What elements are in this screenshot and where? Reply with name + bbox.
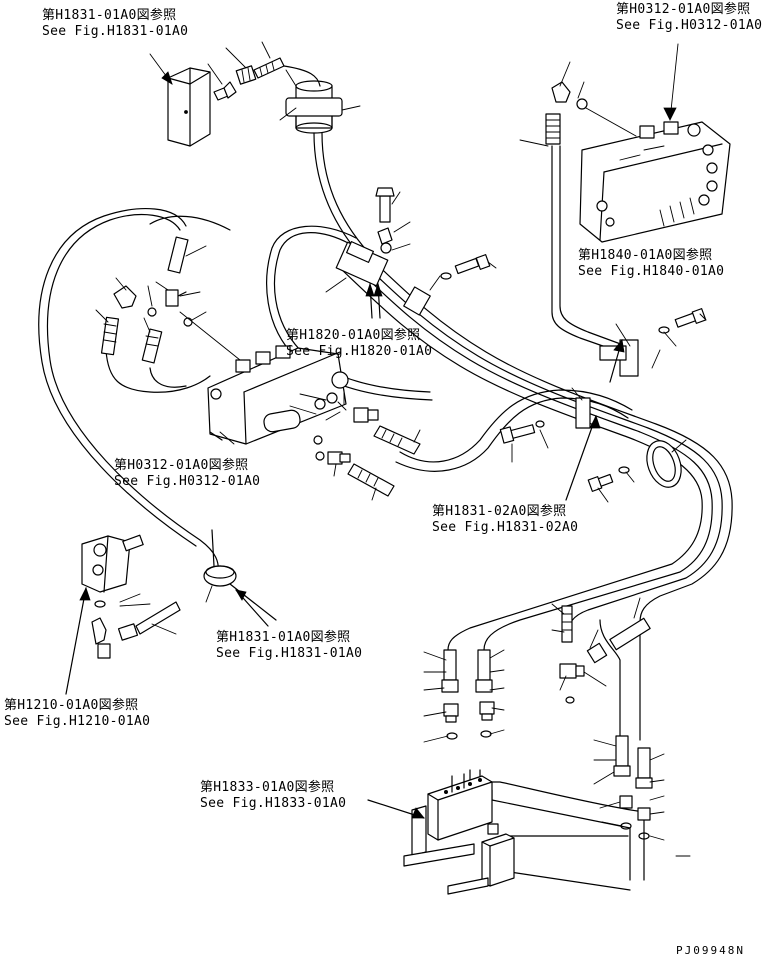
ref-h1831-mid-jp: 第H1831-01A0図参照 (216, 630, 351, 645)
ref-h1831-mid: 第H1831-01A0図参照 See Fig.H1831-01A0 (216, 630, 362, 662)
ring-clamp (646, 440, 682, 488)
hose-end-valve-right-2 (347, 463, 395, 497)
hose-end-lower-1 (441, 649, 459, 693)
accumulator-cylinder (285, 80, 343, 134)
hose-end-valve-right-1 (373, 425, 421, 455)
ref-h1820: 第H1820-01A0図参照 See Fig.H1820-01A0 (286, 328, 432, 360)
hose-end-top (253, 57, 285, 79)
elbow-fitting-top-left (213, 81, 237, 101)
ref-h1831-top-jp: 第H1831-01A0図参照 (42, 8, 177, 23)
ref-h0312-left: 第H0312-01A0図参照 See Fig.H0312-01A0 (114, 458, 260, 490)
center-clamp-assembly (335, 187, 395, 287)
fitting-lower-1 (443, 703, 459, 723)
mounting-bracket (403, 805, 475, 867)
control-valve-left (207, 345, 349, 445)
hose-end-lower-3 (561, 605, 573, 643)
ref-h1831-02: 第H1831-02A0図参照 See Fig.H1831-02A0 (432, 504, 578, 536)
fitting-lower-2 (479, 701, 495, 721)
bolt-upper-right (440, 254, 491, 280)
ref-h1833-en: See Fig.H1833-01A0 (200, 796, 347, 811)
ref-h1831-02-en: See Fig.H1831-02A0 (432, 520, 579, 535)
ref-h0312-left-jp: 第H0312-01A0図参照 (114, 458, 249, 473)
fitting-valve-right-1 (353, 407, 379, 423)
nut-fitting-top (235, 65, 257, 85)
fitting-lower-3 (619, 795, 633, 809)
bolt-h1840 (658, 308, 707, 334)
hose-end-h1210 (117, 601, 181, 641)
control-valve-right (579, 121, 731, 243)
elbow-fitting-left (113, 285, 157, 317)
manifold-block-h1833 (427, 773, 493, 841)
ref-h1840-jp: 第H1840-01A0図参照 (578, 248, 713, 263)
hose-end-lower-5 (613, 735, 631, 777)
hose-end-left-1 (167, 236, 189, 274)
ref-h1840: 第H1840-01A0図参照 See Fig.H1840-01A0 (578, 248, 724, 280)
ref-h1820-en: See Fig.H1820-01A0 (286, 344, 433, 359)
bolt-middle (499, 420, 545, 444)
hose-end-right (545, 113, 561, 145)
bundle-clip-middle (575, 397, 591, 429)
ref-h1840-en: See Fig.H1840-01A0 (578, 264, 725, 279)
ref-h1833-jp: 第H1833-01A0図参照 (200, 780, 335, 795)
drawing-code: PJ09948N (676, 944, 745, 957)
hose-end-left-2 (100, 316, 120, 356)
ref-h1833: 第H1833-01A0図参照 See Fig.H1833-01A0 (200, 780, 346, 812)
bolt-mid-right (587, 466, 630, 492)
ref-h1831-top: 第H1831-01A0図参照 See Fig.H1831-01A0 (42, 8, 188, 40)
ref-h1210: 第H1210-01A0図参照 See Fig.H1210-01A0 (4, 698, 150, 730)
ref-h0312-right-en: See Fig.H0312-01A0 (616, 18, 763, 33)
bundle-clip-upper (403, 286, 431, 316)
tee-fitting-lower (559, 663, 585, 679)
ref-h1831-mid-en: See Fig.H1831-01A0 (216, 646, 363, 661)
valve-block-h1210 (81, 534, 144, 593)
elbow-fitting-h1210 (91, 617, 111, 659)
ref-h0312-left-en: See Fig.H0312-01A0 (114, 474, 261, 489)
hose-end-left-3 (141, 328, 163, 364)
ref-h1831-02-jp: 第H1831-02A0図参照 (432, 504, 567, 519)
fitting-lower-4 (637, 807, 651, 821)
solenoid-block-top-left (167, 67, 211, 147)
hose-end-lower-4 (586, 617, 651, 664)
ref-h0312-right-jp: 第H0312-01A0図参照 (616, 2, 751, 17)
tee-fitting-left (165, 289, 187, 307)
solenoid-box-bottom (447, 823, 515, 895)
hose-clamp-lower (203, 565, 237, 587)
elbow-fitting-right (551, 81, 588, 110)
ref-h1820-jp: 第H1820-01A0図参照 (286, 328, 421, 343)
fitting-valve-right-2 (327, 451, 351, 465)
ref-h1210-jp: 第H1210-01A0図参照 (4, 698, 139, 713)
hose-lines (38, 65, 733, 891)
ref-h1210-en: See Fig.H1210-01A0 (4, 714, 151, 729)
ref-h1831-top-en: See Fig.H1831-01A0 (42, 24, 189, 39)
clamp-h1840 (599, 339, 639, 377)
hose-end-lower-2 (475, 649, 493, 693)
hose-end-lower-6 (635, 747, 653, 789)
ref-h0312-right: 第H0312-01A0図参照 See Fig.H0312-01A0 (616, 2, 762, 34)
